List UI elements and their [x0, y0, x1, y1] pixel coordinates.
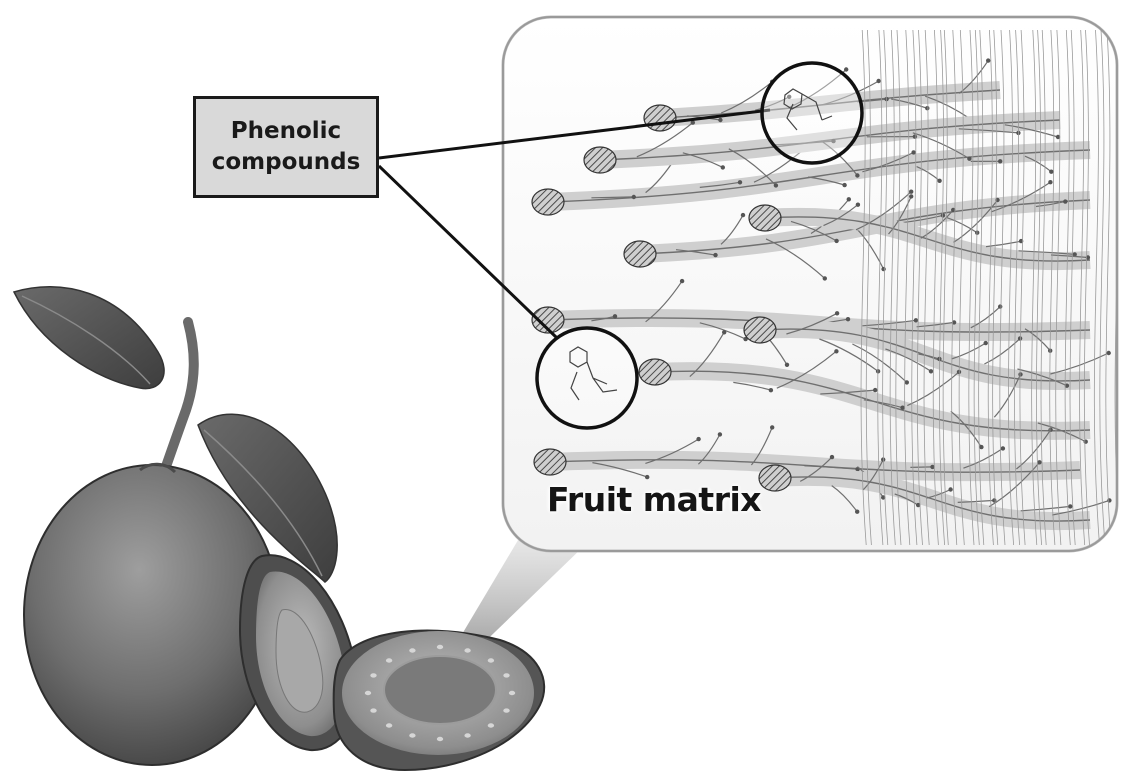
cut-guava-icon: [334, 630, 545, 770]
fiber-node: [718, 118, 722, 122]
guava-seed: [464, 648, 470, 652]
fiber-node: [979, 445, 983, 449]
fiber-node: [834, 349, 838, 353]
guava-seed: [370, 673, 376, 677]
fiber-node: [847, 197, 851, 201]
fiber-node: [984, 341, 988, 345]
stem-icon: [162, 322, 194, 478]
fiber-node: [718, 432, 722, 436]
fiber-node: [738, 180, 742, 184]
fiber-node: [680, 279, 684, 283]
fiber-end: [534, 449, 566, 475]
fiber-node: [914, 318, 918, 322]
fiber-node: [881, 267, 885, 271]
fiber-node: [1068, 504, 1072, 508]
guava-seed: [437, 737, 443, 741]
fiber-node: [873, 388, 877, 392]
fiber-node: [713, 253, 717, 257]
fiber-node: [823, 276, 827, 280]
fiber-node: [1037, 460, 1041, 464]
fiber-node: [770, 425, 774, 429]
fiber-node: [937, 179, 941, 183]
fiber-node: [1084, 440, 1088, 444]
fiber-node: [909, 194, 913, 198]
guava-seed: [464, 733, 470, 737]
fiber-node: [855, 173, 859, 177]
phenolic-highlight-bottom: [537, 328, 637, 428]
fiber-node: [1001, 446, 1005, 450]
fiber-node: [785, 363, 789, 367]
fiber-node: [855, 510, 859, 514]
fiber-end: [749, 205, 781, 231]
fiber-end: [744, 317, 776, 343]
cell-wall-strand: [1119, 30, 1124, 545]
fiber-node: [948, 487, 952, 491]
fiber-node: [1063, 199, 1067, 203]
guava-seed: [509, 691, 515, 695]
fiber-end: [624, 241, 656, 267]
fiber-node: [909, 190, 913, 194]
fiber-end: [532, 189, 564, 215]
phenolic-highlight-top: [762, 63, 862, 163]
fiber-node: [1048, 180, 1052, 184]
fiber-node: [967, 157, 971, 161]
guava-seed: [503, 673, 509, 677]
fiber-node: [721, 165, 725, 169]
fiber-node: [913, 134, 917, 138]
fiber-node: [846, 317, 850, 321]
guava-seed: [386, 723, 392, 727]
fiber-node: [1107, 351, 1111, 355]
phenolic-label-line1: Phenolic: [231, 116, 341, 147]
fiber-node: [925, 106, 929, 110]
fiber-node: [830, 455, 834, 459]
fiber-node: [835, 311, 839, 315]
fiber-node: [929, 369, 933, 373]
guava-fruit-icon: [14, 287, 544, 770]
fiber-node: [842, 183, 846, 187]
fiber-node: [986, 58, 990, 62]
guava-seed: [409, 648, 415, 652]
fiber-node: [613, 314, 617, 318]
fiber-node: [632, 195, 636, 199]
phenolic-compounds-label: Phenolic compounds: [193, 96, 379, 198]
fiber-branch: [910, 467, 932, 468]
fiber-node: [722, 330, 726, 334]
fiber-node: [900, 406, 904, 410]
fiber-node: [998, 304, 1002, 308]
fiber-end: [584, 147, 616, 173]
guava-seed: [370, 708, 376, 712]
fiber-node: [696, 437, 700, 441]
guava-seed: [409, 733, 415, 737]
fiber-node: [774, 183, 778, 187]
guava-seed: [503, 708, 509, 712]
phenolic-label-line2: compounds: [212, 147, 361, 178]
guava-seed: [365, 691, 371, 695]
guava-seed: [386, 658, 392, 662]
fiber-end: [639, 359, 671, 385]
fiber-node: [844, 67, 848, 71]
fiber-node: [998, 159, 1002, 163]
fiber-node: [905, 380, 909, 384]
fiber-node: [911, 150, 915, 154]
guava-seed: [488, 658, 494, 662]
fiber-node: [645, 475, 649, 479]
fiber-node: [876, 79, 880, 83]
fiber-end: [644, 105, 676, 131]
fiber-node: [1049, 170, 1053, 174]
fiber-node: [834, 239, 838, 243]
guava-seed: [488, 723, 494, 727]
guava-seed: [437, 645, 443, 649]
fiber-node: [741, 213, 745, 217]
leaf-left-icon: [14, 287, 164, 389]
fiber-node: [856, 203, 860, 207]
fiber-node: [769, 388, 773, 392]
fiber-node: [1048, 428, 1052, 432]
fruit-matrix-label: Fruit matrix: [547, 480, 761, 519]
fiber-node: [1018, 372, 1022, 376]
fiber-end: [759, 465, 791, 491]
